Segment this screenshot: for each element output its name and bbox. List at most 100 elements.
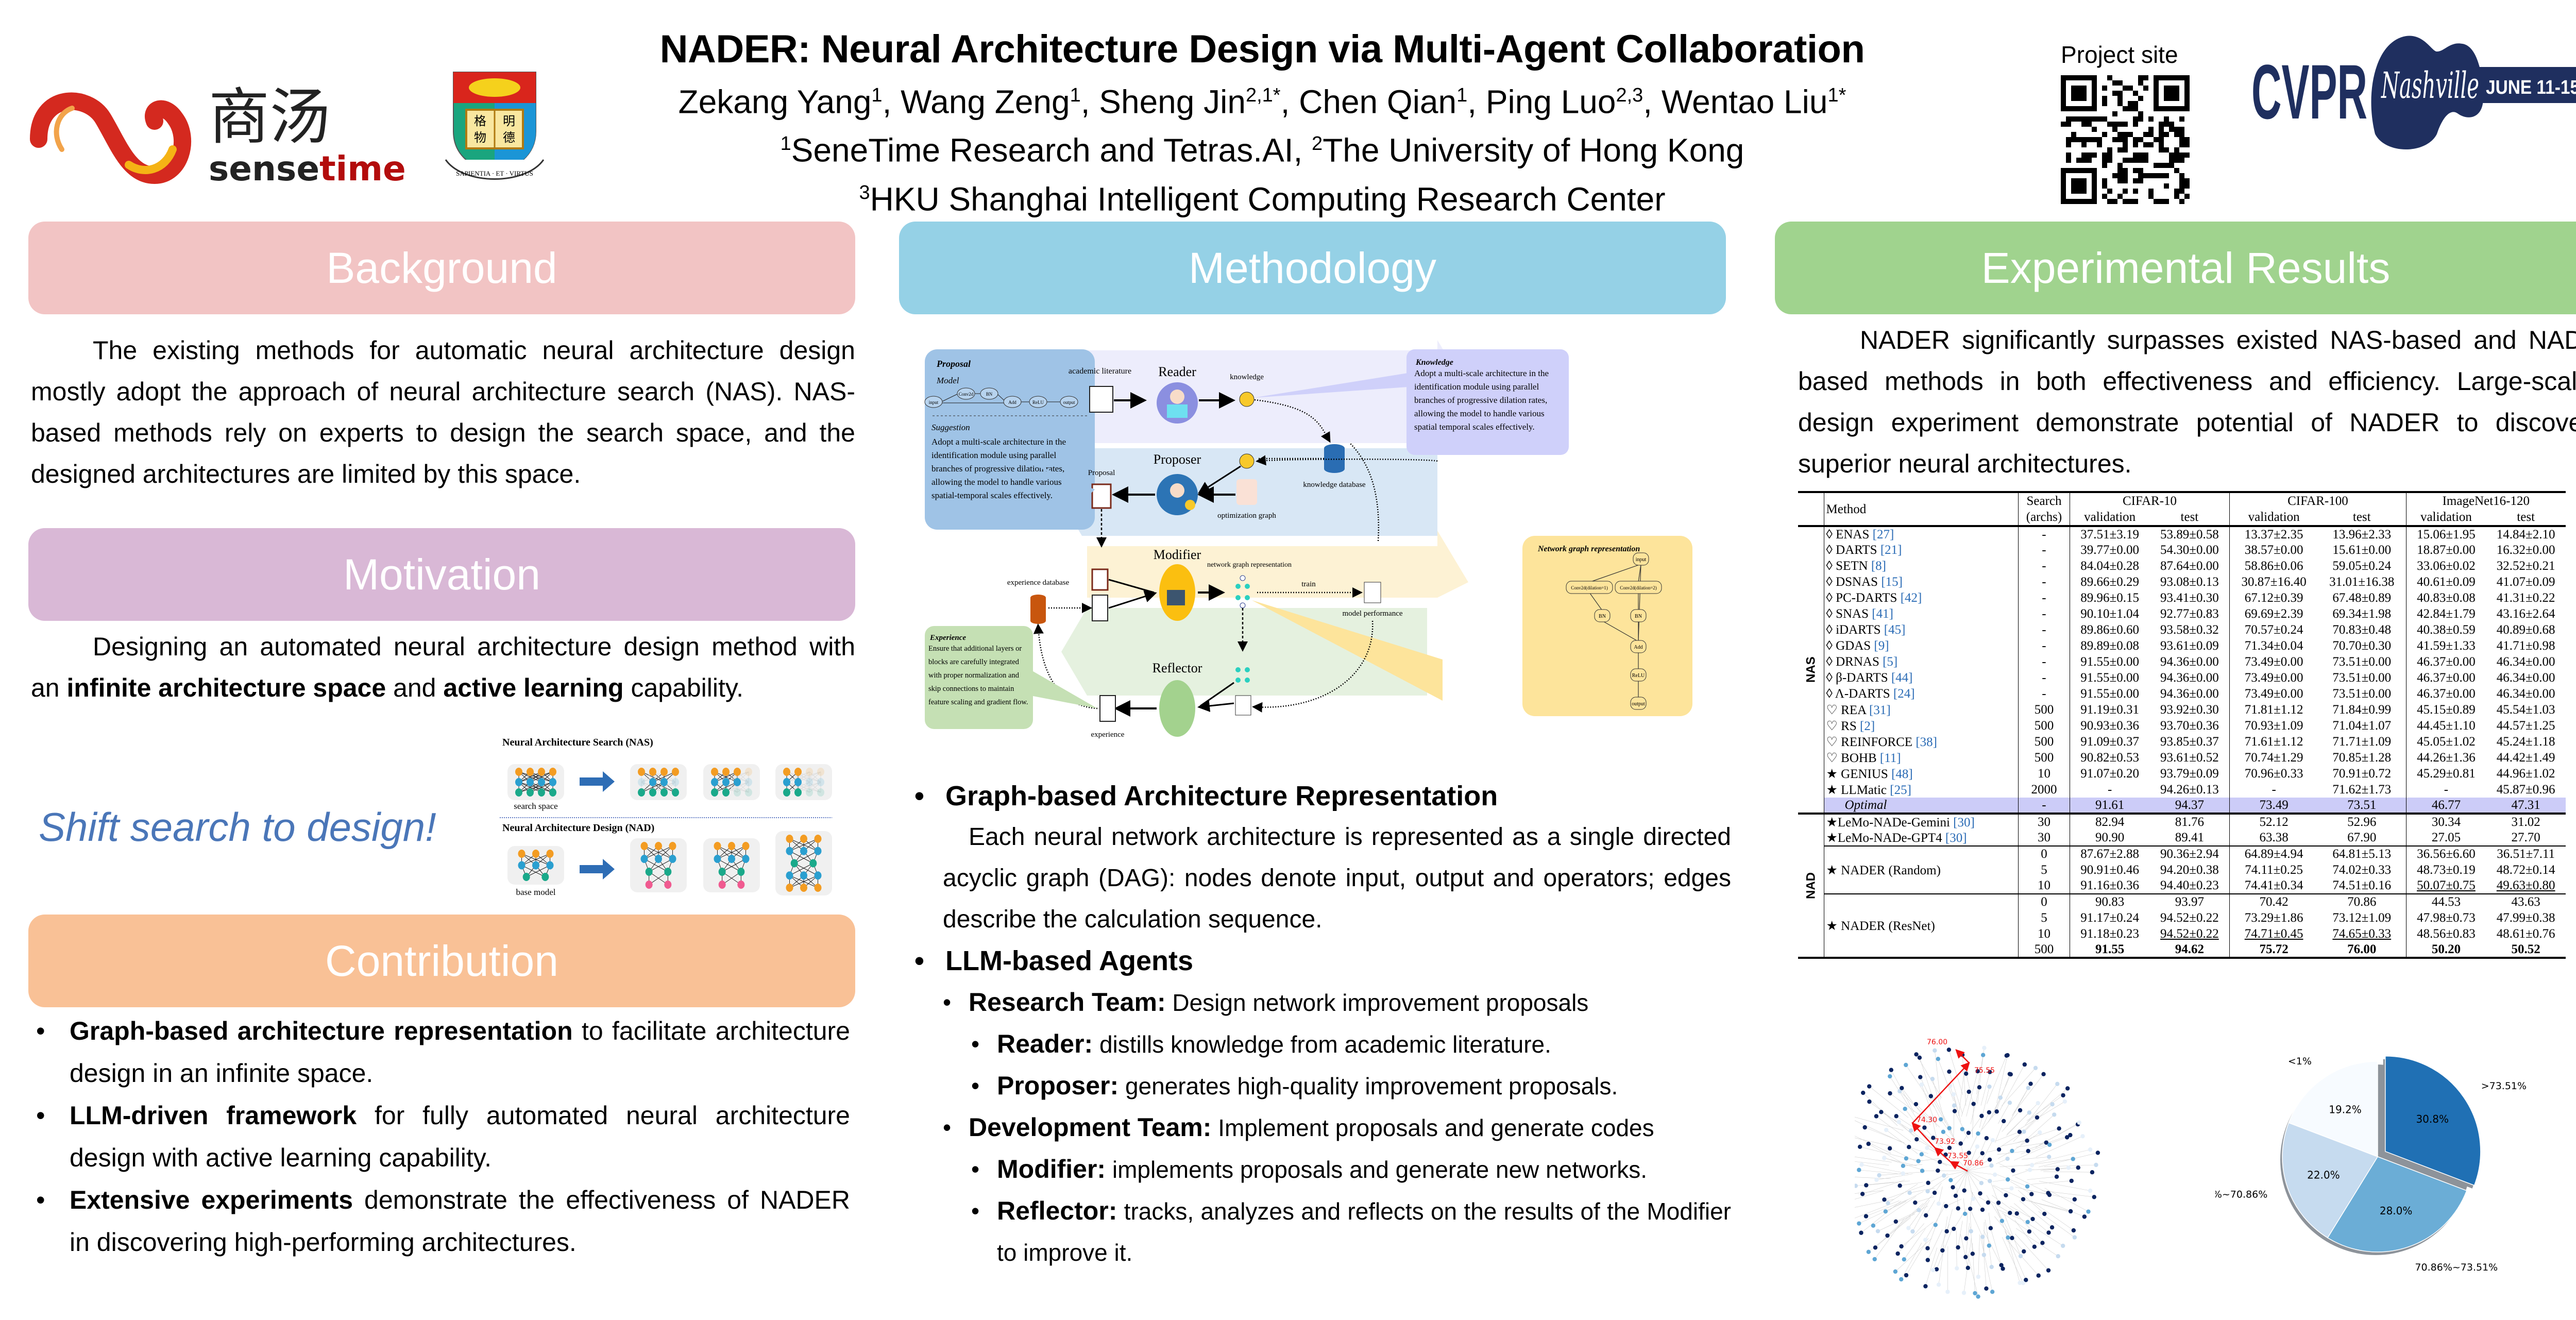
metric-cell: -	[2069, 782, 2150, 798]
graph-edge	[1855, 1161, 1889, 1165]
pie-slice[interactable]	[2288, 1061, 2378, 1158]
citation-link[interactable]: [24]	[1893, 686, 1915, 701]
citation-link[interactable]: [48]	[1891, 767, 1913, 781]
graph-edge	[1967, 1171, 1973, 1199]
col-header-dataset: ImageNet16-120	[2405, 492, 2566, 509]
metric-cell: 50.20	[2405, 942, 2486, 958]
graph-node	[1917, 1055, 1922, 1060]
agent-reflector: Reflector: tracks, analyzes and reflects…	[907, 1190, 1731, 1273]
graph-node	[2025, 1138, 2029, 1143]
network-node	[655, 855, 662, 863]
metric-cell: 71.81±1.12	[2229, 702, 2318, 718]
graph-edge	[1992, 1186, 2006, 1196]
graph-node	[1867, 1084, 1872, 1089]
qr-code-icon[interactable]	[2061, 75, 2190, 204]
network-node	[638, 778, 645, 786]
citation-link[interactable]: [31]	[1869, 703, 1891, 717]
graph-node	[2082, 1214, 2087, 1219]
network-node	[527, 788, 534, 797]
agent-reader: Reader: distills knowledge from academic…	[907, 1023, 1731, 1065]
citation-link[interactable]: [25]	[1890, 783, 1911, 797]
proposal-label: Proposal	[1088, 469, 1115, 477]
graph-edge	[2006, 1231, 2020, 1283]
citation-link[interactable]: [8]	[1871, 559, 1887, 573]
graph-node	[1964, 1236, 1969, 1241]
network-node	[546, 861, 554, 870]
graph-node	[1909, 1128, 1913, 1133]
trajectory-edge	[1949, 1161, 1968, 1172]
citation-link[interactable]: [38]	[1916, 735, 1937, 749]
graph-node	[1899, 1244, 1904, 1249]
search-count: -	[2018, 622, 2070, 638]
method-name: ◊ SETN [8]	[1823, 558, 2019, 574]
graph-edge	[2015, 1228, 2058, 1257]
graph-node	[1952, 1226, 1956, 1231]
suggestion-text: Adopt a multi-scale architecture in the …	[931, 437, 1066, 500]
graph-node	[1882, 1197, 1887, 1202]
graph-node	[1968, 1206, 1973, 1211]
graph-edge	[1967, 1165, 1992, 1172]
graph-node	[2080, 1134, 2085, 1139]
metric-cell: 45.54±1.03	[2496, 702, 2555, 717]
graph-node	[1904, 1273, 1909, 1278]
hku-char: 明	[503, 114, 515, 128]
network-node	[664, 881, 672, 889]
citation-link[interactable]: [41]	[1872, 606, 1893, 621]
graph-node	[2062, 1099, 2067, 1104]
graph-edge	[2030, 1200, 2074, 1231]
agent-desc: Implement proposals and generate codes	[1211, 1114, 1654, 1141]
graph-edge	[1911, 1130, 1938, 1153]
graph-edge	[1901, 1243, 1922, 1280]
citation-link[interactable]: [30]	[1953, 816, 1975, 830]
graph-edge	[2002, 1110, 2021, 1132]
graph-edge	[1996, 1055, 2008, 1104]
graph-node	[1977, 1085, 1982, 1090]
graph-edge	[1949, 1147, 1968, 1172]
citation-link[interactable]: [21]	[1880, 543, 1902, 557]
network-node	[711, 788, 718, 797]
graph-node	[1861, 1090, 1866, 1095]
graph-node	[1952, 1109, 1957, 1113]
graph-node	[1866, 1141, 1871, 1146]
graph-node	[2042, 1211, 2047, 1216]
graph-edge	[1895, 1238, 1932, 1272]
citation-link[interactable]: [27]	[1872, 527, 1894, 541]
graph-node	[1907, 1191, 1912, 1195]
citation-link[interactable]: [5]	[1883, 654, 1898, 669]
author-name: Ping Luo	[1485, 83, 1616, 121]
graph-node	[2001, 1266, 2005, 1271]
citation-link[interactable]: [44]	[1891, 670, 1913, 685]
graph-node	[1963, 1255, 1968, 1260]
pie-slice[interactable]	[2385, 1056, 2481, 1186]
graph-edge	[1968, 1254, 1978, 1297]
metric-cell: 71.84±0.99	[2332, 702, 2392, 717]
graph-node	[1914, 1137, 1919, 1142]
graph-node	[1903, 1107, 1907, 1111]
graph-node	[1919, 1082, 1924, 1087]
citation-link[interactable]: [9]	[1874, 638, 1889, 653]
graph-edge	[1931, 1118, 1939, 1147]
citation-link[interactable]: [11]	[1879, 751, 1901, 765]
pie-slice[interactable]	[2327, 1156, 2467, 1253]
graph-node	[1907, 1145, 1911, 1149]
graph-node	[1929, 1116, 1935, 1121]
metric-cell: 91.19±0.31	[2069, 702, 2150, 718]
pie-slice[interactable]	[2282, 1122, 2379, 1239]
graph-edge	[1955, 1171, 1968, 1196]
citation-link[interactable]: [45]	[1884, 622, 1906, 637]
citation-link[interactable]: [2]	[1860, 719, 1875, 733]
graph-edge	[1938, 1186, 1943, 1204]
suggestion-label: Suggestion	[931, 422, 970, 432]
graph-node	[2027, 1110, 2032, 1115]
citation-link[interactable]: [30]	[1945, 831, 1967, 845]
metric-cell: -	[2405, 782, 2486, 798]
graph-node	[2027, 1229, 2031, 1234]
citation-link[interactable]: [15]	[1881, 574, 1903, 589]
graph-edge	[1980, 1138, 1987, 1154]
project-site-block[interactable]: Project site	[2061, 40, 2195, 207]
citation-link[interactable]: [42]	[1900, 590, 1922, 605]
poster-title: NADER: Neural Architecture Design via Mu…	[659, 27, 1865, 71]
graph-node	[2044, 1140, 2048, 1145]
